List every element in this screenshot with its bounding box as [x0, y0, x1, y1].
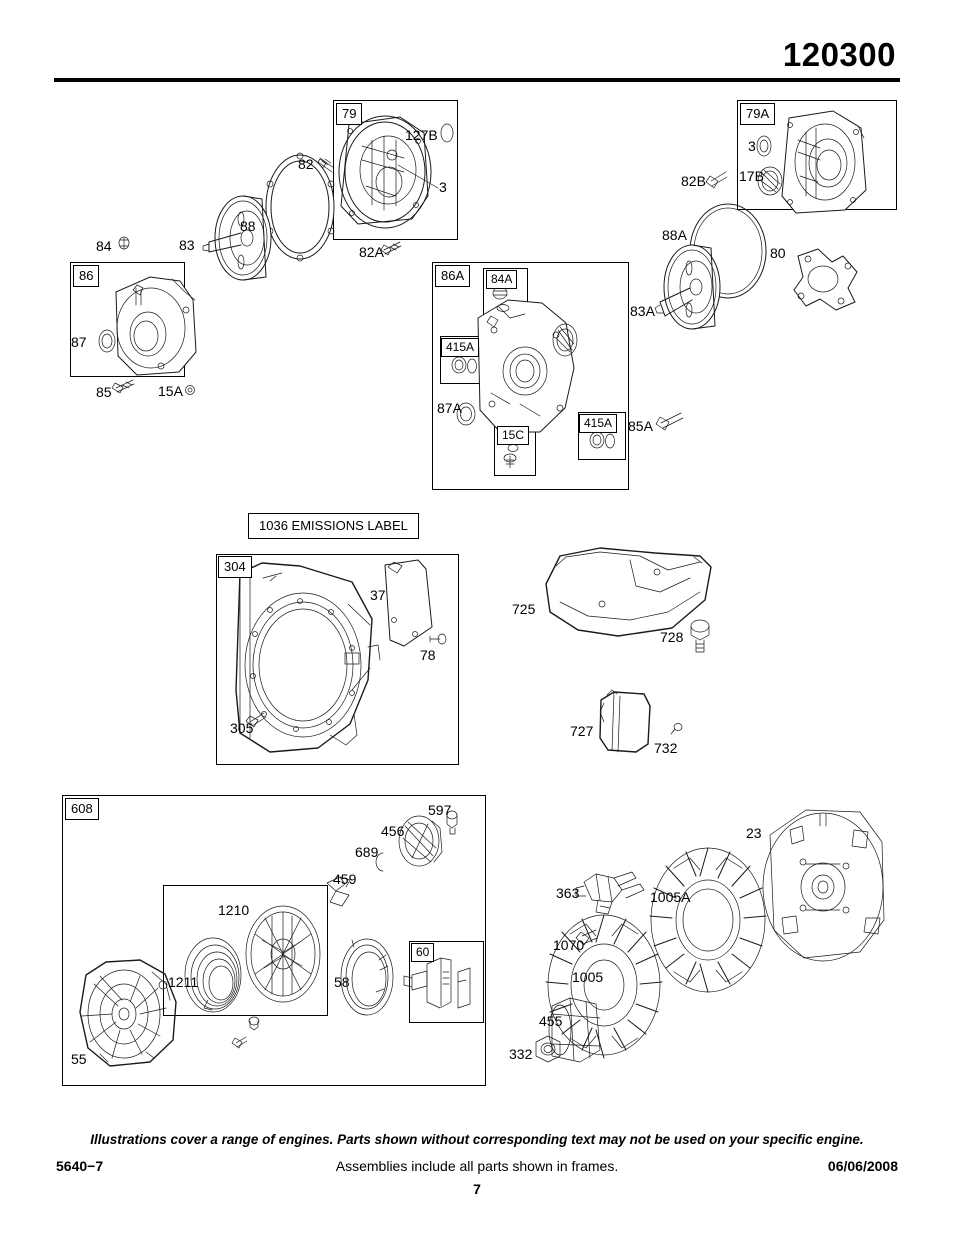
ref-83: 83	[179, 237, 195, 253]
frame-tag-86A: 86A	[435, 265, 471, 287]
ref-728: 728	[660, 629, 684, 645]
art-flange-80	[794, 249, 857, 310]
ref-84: 84	[96, 238, 112, 254]
ref-332: 332	[509, 1046, 533, 1062]
ref-689: 689	[355, 844, 379, 860]
ref-88A: 88A	[662, 227, 687, 243]
footer-form-number: 5640−7	[56, 1158, 104, 1174]
ref-55: 55	[71, 1051, 87, 1067]
footer-note: Illustrations cover a range of engines. …	[90, 1132, 864, 1147]
ref-83A: 83A	[630, 303, 655, 319]
art-oring-88A	[690, 204, 766, 298]
ref-87: 87	[71, 334, 87, 350]
emissions-label-banner: 1036 EMISSIONS LABEL	[248, 513, 419, 539]
frame-tag-86: 86	[73, 265, 100, 287]
frame-pulley-spring	[163, 885, 328, 1016]
art-bolt-85A	[656, 413, 683, 430]
footer-center-note: Assemblies include all parts shown in fr…	[335, 1158, 619, 1174]
art-bolt-728	[691, 620, 709, 652]
art-screw-82	[316, 158, 334, 172]
frame-tag-415A-right: 415A	[579, 414, 618, 433]
frame-tag-60: 60	[411, 943, 435, 962]
art-guard-725	[546, 548, 711, 636]
ref-82: 82	[298, 156, 314, 172]
ref-78: 78	[420, 647, 436, 663]
ref-82A: 82A	[359, 244, 384, 260]
ref-1005A: 1005A	[650, 889, 691, 905]
ref-3-right: 3	[748, 138, 756, 154]
ref-459: 459	[333, 871, 357, 887]
footer-date: 06/06/2008	[827, 1158, 898, 1174]
art-bolt-85	[112, 380, 134, 393]
ref-85A: 85A	[628, 418, 653, 434]
frame-tag-79A: 79A	[740, 103, 776, 125]
ref-725: 725	[512, 601, 536, 617]
ref-732: 732	[654, 740, 678, 756]
ref-80: 80	[770, 245, 786, 261]
ref-87A: 87A	[437, 400, 462, 416]
ref-82B: 82B	[681, 173, 706, 189]
ref-1210: 1210	[218, 902, 250, 918]
art-screw-82A	[381, 242, 401, 255]
ref-3: 3	[439, 179, 447, 195]
art-guard-727	[600, 690, 650, 752]
art-washer-15A	[186, 386, 195, 395]
ref-127B: 127B	[405, 127, 438, 143]
ref-37: 37	[370, 587, 386, 603]
footer-page-number: 7	[473, 1181, 481, 1197]
art-crankshaft-83	[203, 196, 271, 280]
frame-tag-608: 608	[65, 798, 99, 820]
ref-456: 456	[381, 823, 405, 839]
ref-58: 58	[334, 974, 350, 990]
ref-85: 85	[96, 384, 112, 400]
ref-363: 363	[556, 885, 580, 901]
frame-tag-415A-left: 415A	[441, 338, 480, 357]
ref-15A: 15A	[158, 383, 183, 399]
ref-23: 23	[746, 825, 762, 841]
ref-1070: 1070	[553, 937, 585, 953]
frame-608	[62, 795, 486, 1086]
frame-86A	[432, 262, 629, 490]
frame-tag-304: 304	[218, 556, 252, 578]
art-screw-82B	[706, 172, 727, 188]
page-title: 120300	[782, 36, 896, 73]
art-part-84	[119, 237, 129, 249]
frame-415A-right	[578, 412, 626, 460]
art-flywheel-group	[536, 810, 884, 1062]
ref-727: 727	[570, 723, 594, 739]
art-crankshaft-83A	[655, 245, 720, 329]
frame-tag-15C: 15C	[497, 426, 530, 445]
ref-17B: 17B	[739, 168, 764, 184]
ref-305: 305	[230, 720, 254, 736]
ref-455: 455	[539, 1013, 563, 1029]
ref-1005: 1005	[572, 969, 604, 985]
ref-88: 88	[240, 218, 256, 234]
frame-tag-84A: 84A	[486, 270, 518, 289]
art-screw-732	[671, 724, 682, 735]
frame-tag-79: 79	[336, 103, 363, 125]
ref-597: 597	[428, 802, 452, 818]
header-divider	[54, 78, 900, 82]
frame-304	[216, 554, 459, 765]
ref-1211: 1211	[168, 974, 199, 990]
